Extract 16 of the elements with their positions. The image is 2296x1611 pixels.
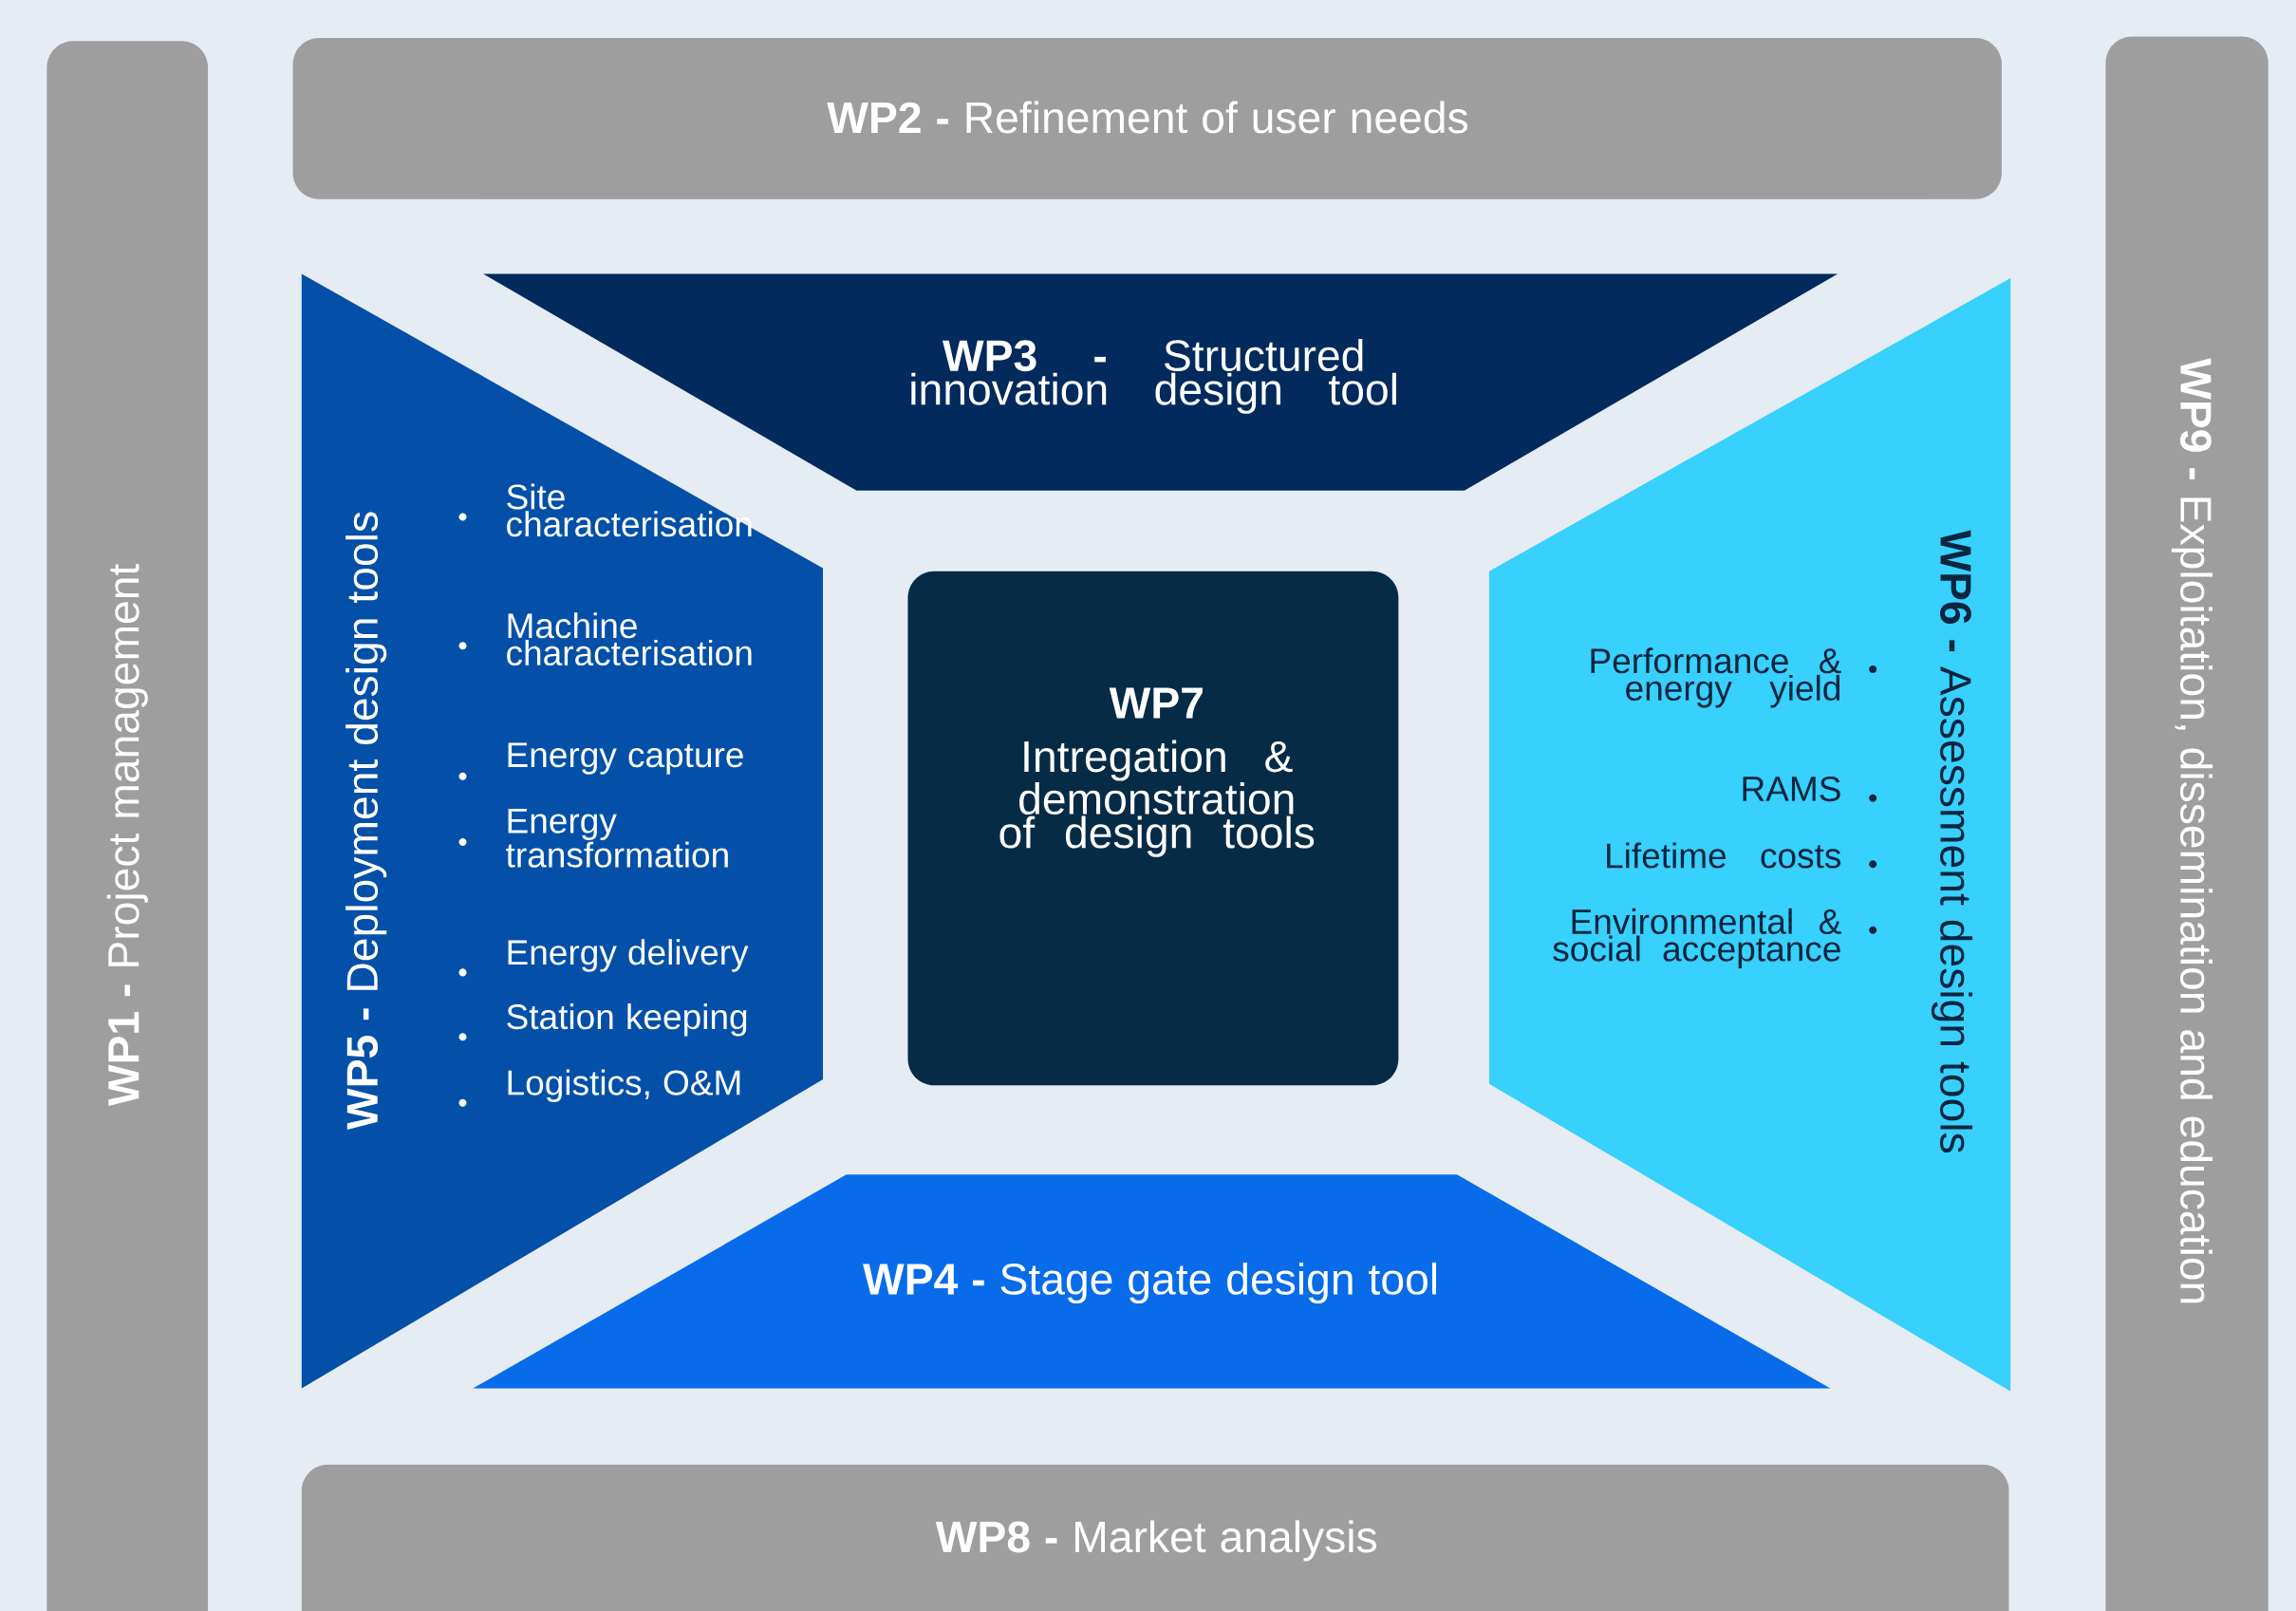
package-box: WP9 - Exploitation, dissemination and education: [2105, 36, 2268, 1611]
bullet-item: Energy transformation: [458, 808, 728, 868]
package-box: WP1 - Project management: [47, 41, 209, 1611]
package-box: WP8 - Market analysis: [301, 1464, 2009, 1611]
package-box: WP2 - Refinement of user needs: [292, 38, 2002, 199]
bullet-item: Performance & energy yield: [1591, 647, 1877, 708]
bullet-item: Energy capture: [458, 742, 743, 780]
bullet-item: Station keeping: [458, 1003, 747, 1041]
box-text: Intregation & demonstration of design tools: [999, 740, 1315, 857]
bullet-item: Machine characterisation: [458, 612, 752, 666]
bullet-item: Environmental & social acceptance: [1553, 908, 1877, 969]
bullet-item: Lifetime costs: [1607, 842, 1877, 869]
trapezoid-band: WP4 - Stage gate design tool: [473, 1174, 1831, 1389]
bullet-item: Logistics, O&M: [458, 1069, 740, 1107]
bullet-item: RAMS: [1743, 777, 1877, 802]
bullet-item: Energy delivery: [458, 939, 749, 977]
